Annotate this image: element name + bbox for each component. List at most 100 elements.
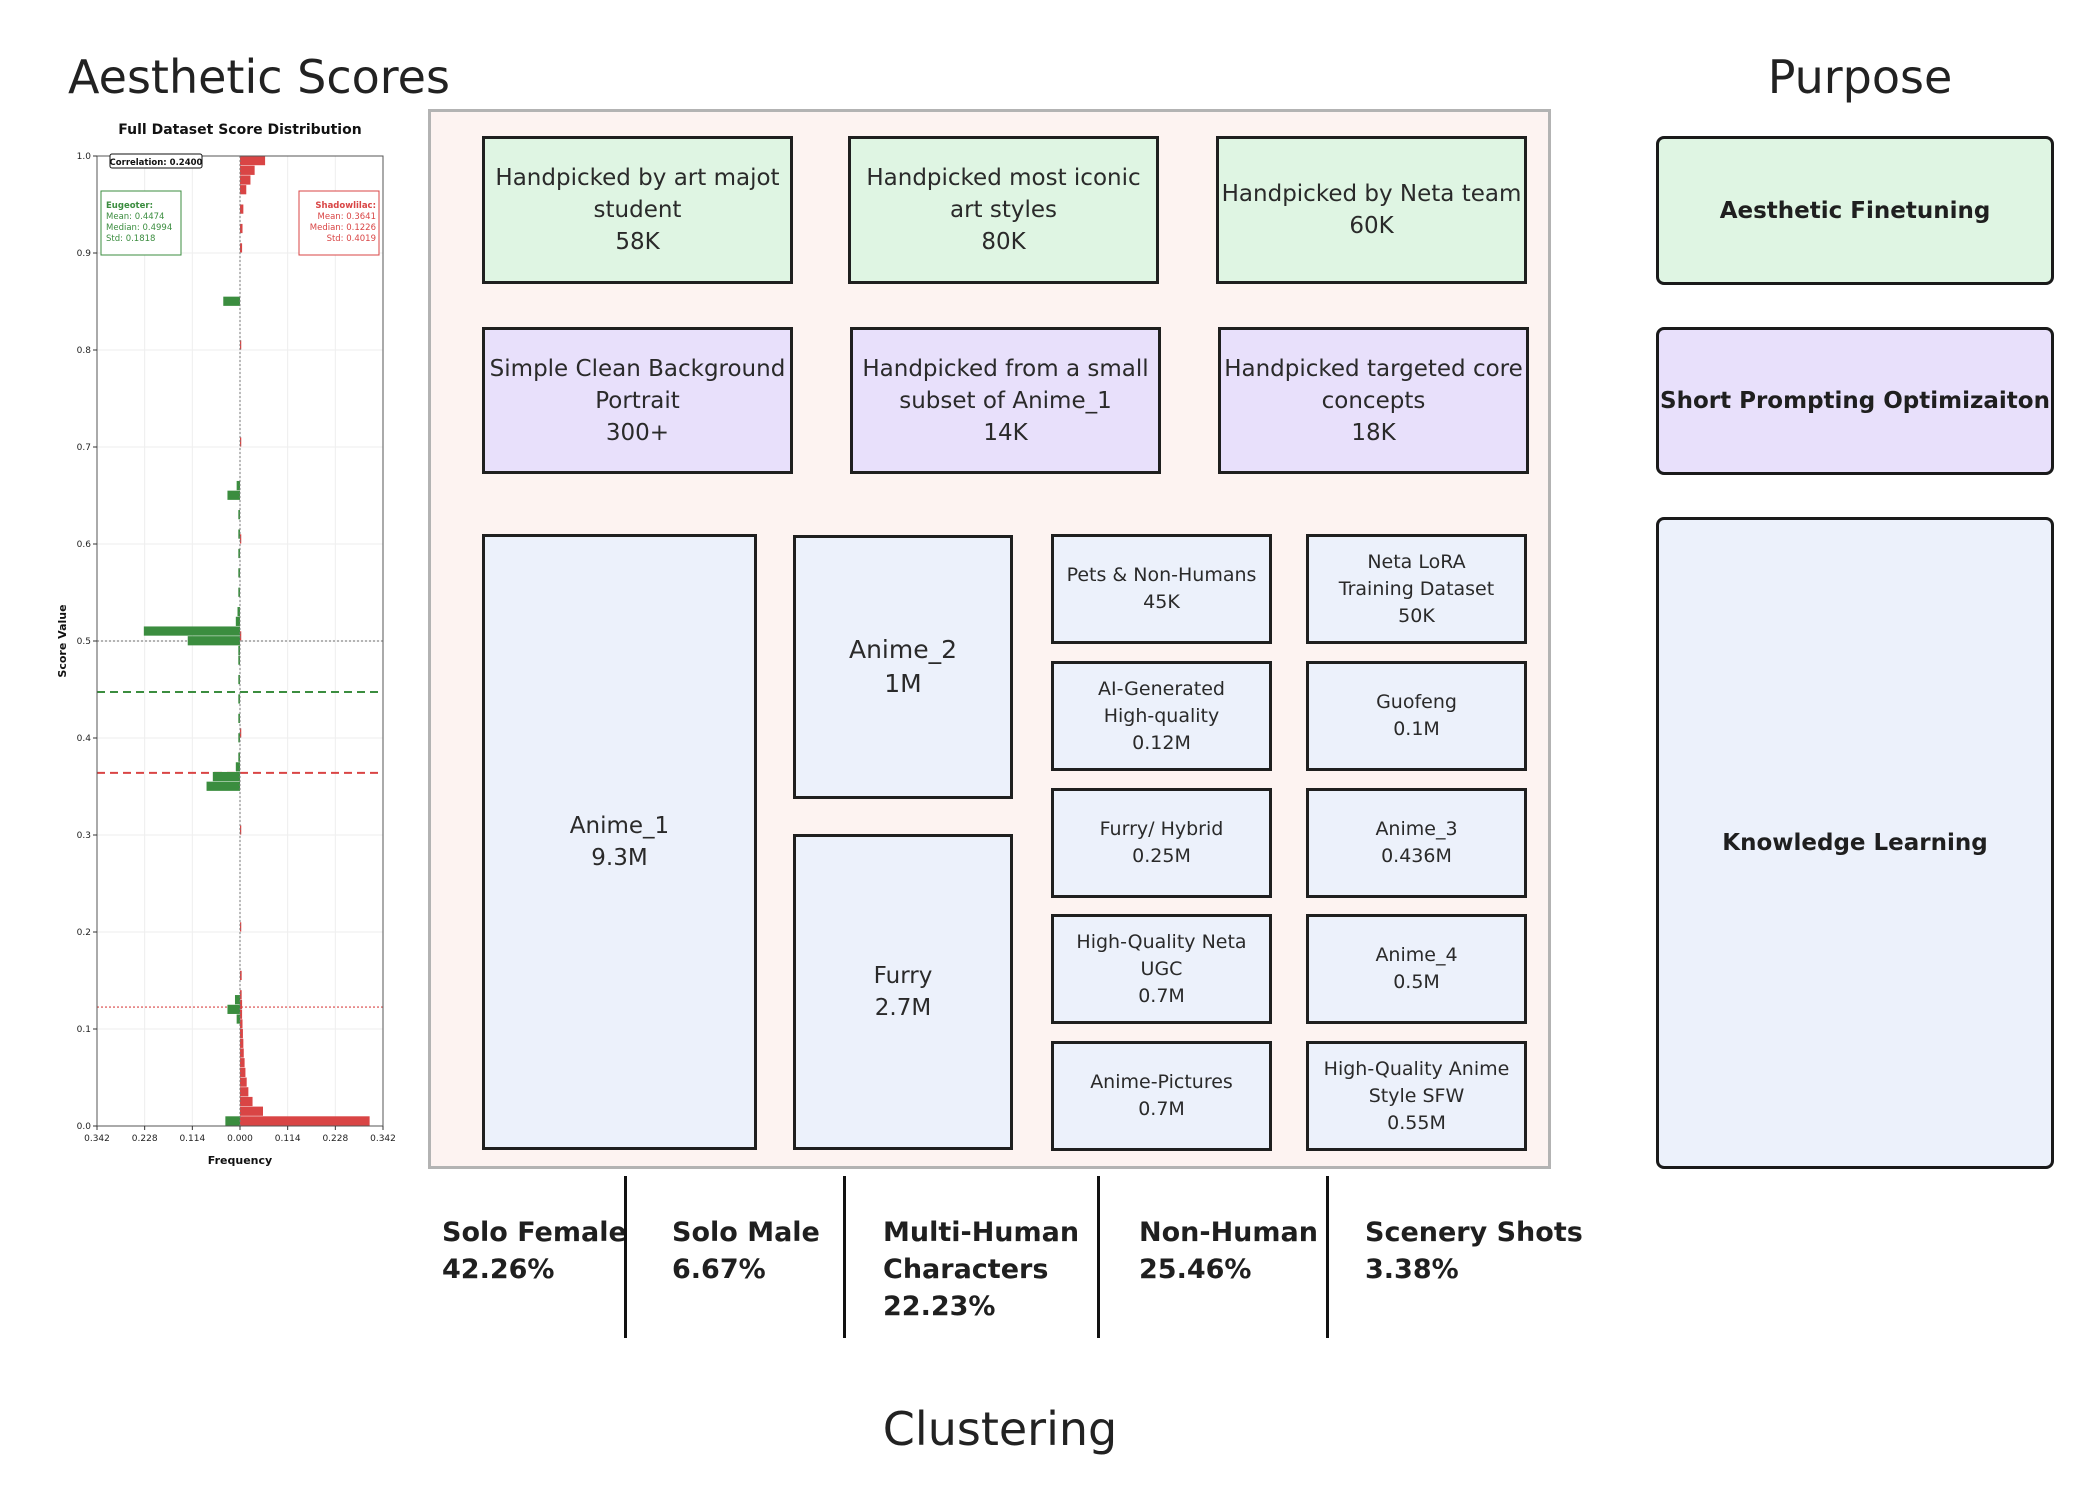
aesthetic-scores-title: Aesthetic Scores: [68, 50, 450, 104]
histogram-bar-shadowlilac: [240, 204, 244, 214]
small-cluster-line: Anime-Pictures: [1090, 1071, 1233, 1093]
histogram-bar-shadowlilac: [240, 1058, 245, 1068]
score-distribution-chart: Full Dataset Score Distribution 0.0 0.1 0.2…: [56, 122, 396, 1167]
histogram-bar-shadowlilac: [240, 825, 242, 835]
eugeoter-stat-line: Std: 0.1818: [106, 234, 155, 244]
category-divider: [843, 1176, 846, 1338]
curated-box-line: 80K: [981, 229, 1026, 255]
histogram-bar-shadowlilac: [240, 1009, 243, 1019]
histogram-bar-eugeoter: [235, 616, 240, 626]
chart-title: Full Dataset Score Distribution: [118, 122, 361, 138]
curated-box-line: art styles: [949, 197, 1057, 223]
small-cluster-line: Pets & Non-Humans: [1066, 564, 1257, 586]
small-cluster-line: Neta LoRA: [1367, 550, 1466, 573]
category-percent: 42.26%: [442, 1254, 555, 1285]
category-name: Characters: [883, 1254, 1049, 1285]
histogram-bar-shadowlilac: [240, 156, 266, 166]
histogram-bar-eugeoter: [227, 1004, 240, 1014]
small-cluster-line: 0.55M: [1387, 1111, 1446, 1134]
histogram-bar-eugeoter: [206, 781, 240, 791]
cluster-size: 1M: [884, 669, 922, 698]
cluster-name: Anime_2: [848, 635, 958, 664]
histogram-bar-eugeoter: [227, 490, 240, 500]
curated-box-line: 300+: [605, 419, 670, 446]
purpose-short-prompting: Short Prompting Optimizaiton: [1656, 327, 2054, 475]
small-cluster-2-2: Anime_3 0.436M: [1306, 788, 1527, 898]
curated-box-line: 58K: [615, 229, 660, 255]
histogram-bar-shadowlilac: [240, 1096, 253, 1107]
histogram-bar-shadowlilac: [240, 340, 242, 350]
curated-box-line: 60K: [1349, 213, 1394, 239]
x-tick-label: 0.114: [275, 1134, 301, 1144]
histogram-bar-shadowlilac: [240, 1116, 370, 1126]
histogram-bar-shadowlilac: [240, 1029, 243, 1039]
histogram-bar-eugeoter: [238, 548, 240, 559]
histogram-bar-eugeoter: [238, 713, 240, 723]
small-cluster-line: Style SFW: [1368, 1084, 1465, 1107]
purpose-label: Aesthetic Finetuning: [1719, 197, 1991, 224]
curated-box-line: Handpicked by Neta team: [1221, 181, 1522, 207]
category-name: Non-Human: [1139, 1217, 1318, 1248]
small-cluster-line: Furry/ Hybrid: [1099, 818, 1224, 840]
small-cluster-line: High-Quality Anime: [1323, 1057, 1510, 1080]
histogram-bar-eugeoter: [236, 1014, 240, 1024]
histogram-bar-eugeoter: [223, 296, 240, 306]
cluster-name: Furry: [873, 963, 933, 989]
small-cluster-line: AI-Generated: [1098, 677, 1225, 700]
small-cluster-line: 50K: [1398, 604, 1435, 627]
correlation-text: Correlation: 0.2400: [110, 158, 203, 168]
small-cluster-line: Anime_3: [1375, 818, 1458, 840]
clustering-title: Clustering: [882, 1402, 1118, 1456]
y-tick-label: 0.6: [77, 540, 92, 550]
eugeoter-stats-box: [100, 190, 182, 256]
small-cluster-line: 0.436M: [1381, 845, 1452, 867]
category-divider: [624, 1176, 627, 1338]
histogram-bar-eugeoter: [238, 694, 240, 704]
histogram-bar-eugeoter: [234, 995, 240, 1005]
curated-box-line: 14K: [983, 419, 1028, 446]
category-divider: [1326, 1176, 1329, 1338]
histogram-bar-eugeoter: [238, 674, 240, 685]
y-tick-label: 0.0: [77, 1122, 92, 1132]
purpose-knowledge-learning: Knowledge Learning: [1656, 517, 2054, 1169]
curated-box-1-1: Handpicked from a small subset of Anime_1…: [850, 327, 1161, 474]
x-tick-label: 0.228: [132, 1134, 158, 1144]
histogram-bar-shadowlilac: [240, 175, 251, 185]
curated-box-line: subset of Anime_1: [899, 387, 1112, 414]
small-cluster-line: Anime_4: [1375, 944, 1458, 966]
curated-box-line: Handpicked from a small: [862, 355, 1149, 382]
histogram-bar-eugeoter: [238, 568, 240, 578]
curated-box-line: Handpicked targeted core: [1224, 355, 1523, 382]
histogram-bar-eugeoter: [238, 529, 240, 539]
histogram-bar-shadowlilac: [240, 534, 242, 544]
x-tick-label: 0.342: [370, 1134, 396, 1144]
category-name: Solo Female: [442, 1217, 627, 1248]
histogram-bar-eugeoter: [237, 607, 240, 617]
cluster-anime-1: Anime_1 9.3M: [482, 534, 757, 1150]
curated-box-line: concepts: [1321, 387, 1426, 414]
category-name: Scenery Shots: [1365, 1217, 1583, 1248]
small-cluster-line: 0.12M: [1132, 731, 1191, 754]
curated-box-line: student: [593, 197, 682, 223]
histogram-bar-eugeoter: [212, 771, 240, 782]
cluster-name: Anime_1: [569, 813, 670, 839]
histogram-bar-shadowlilac: [240, 631, 242, 641]
histogram-bar-shadowlilac: [240, 243, 243, 253]
histogram-bar-shadowlilac: [240, 1048, 244, 1058]
histogram-bar-eugeoter: [238, 510, 240, 520]
histogram-bar-shadowlilac: [240, 185, 247, 195]
curated-box-line: Handpicked by art majot: [495, 165, 780, 191]
cluster-anime-2: Anime_2 1M: [793, 535, 1013, 799]
category-label: Solo Female 42.26%: [442, 1214, 627, 1288]
cluster-size: 9.3M: [591, 845, 648, 871]
histogram-bar-shadowlilac: [240, 728, 242, 738]
category-percent: 25.46%: [1139, 1254, 1252, 1285]
shadowlilac-stat-line: Std: 0.4019: [327, 234, 376, 244]
y-tick-label: 0.1: [77, 1025, 91, 1035]
